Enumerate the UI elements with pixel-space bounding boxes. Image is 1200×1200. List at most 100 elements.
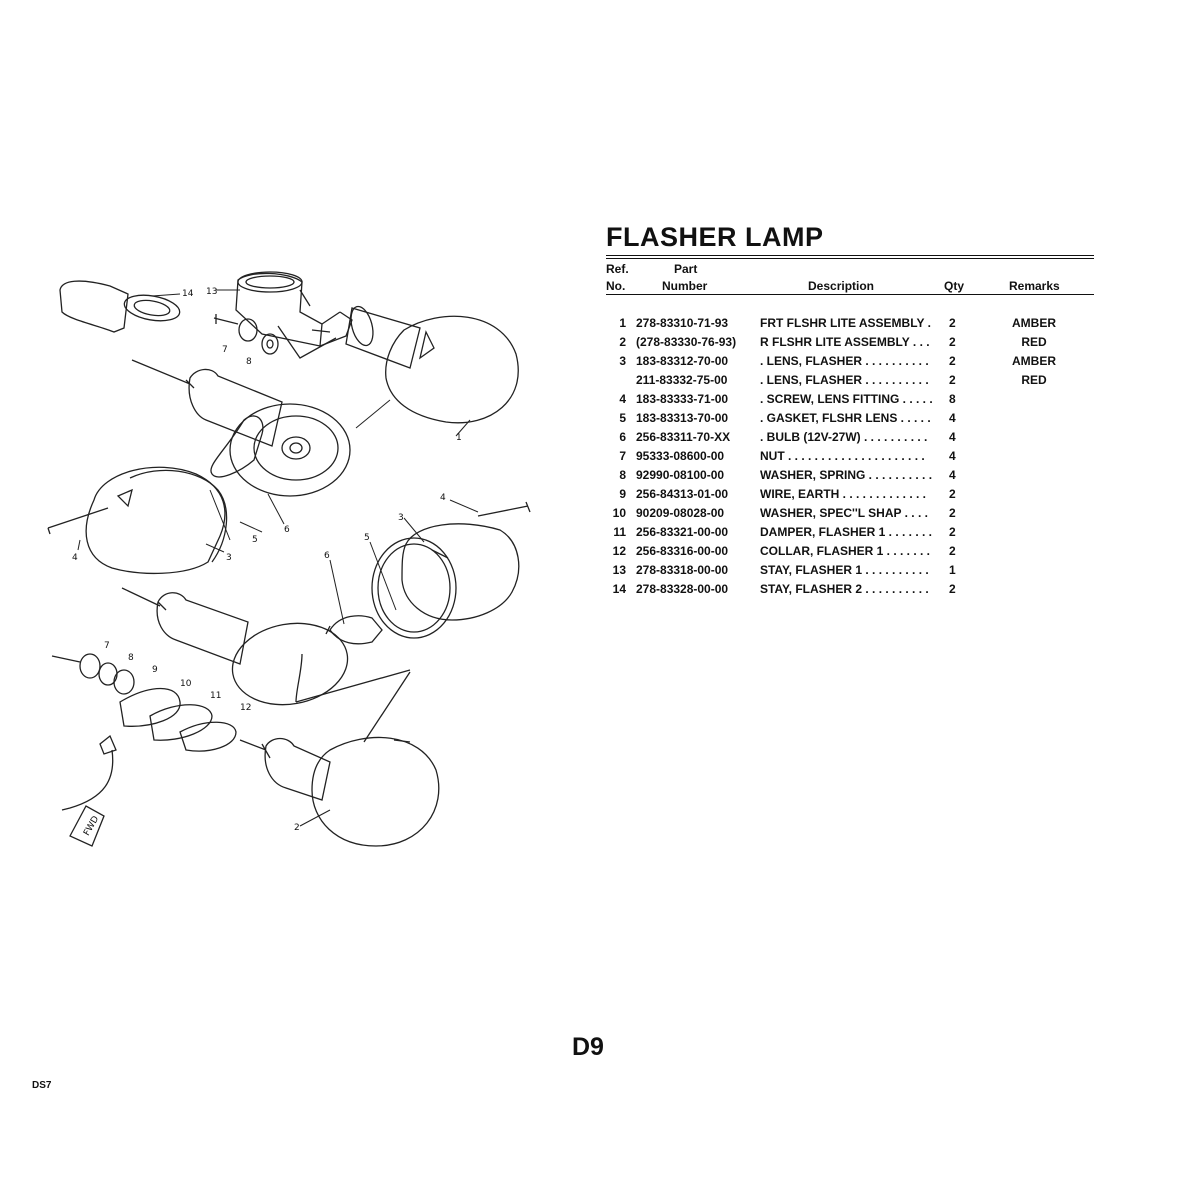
description: . SCREW, LENS FITTING . . . . . — [760, 392, 933, 406]
quantity: 4 — [949, 411, 956, 425]
leader-lines — [77, 289, 479, 827]
header-remarks: Remarks — [1009, 279, 1060, 293]
table-row: 2 (278-83330-76-93) R FLSHR LITE ASSEMBL… — [606, 335, 1096, 354]
description: . GASKET, FLSHR LENS . . . . . — [760, 411, 931, 425]
flasher-body-rear-left — [121, 587, 349, 706]
fwd-arrow-icon — [69, 805, 105, 847]
ref-number: 3 — [619, 354, 626, 368]
header-ref-line1: Ref. — [606, 262, 629, 276]
label-5: 5 — [364, 533, 370, 543]
ref-number: 8 — [619, 468, 626, 482]
page-title: FLASHER LAMP — [606, 222, 824, 252]
ref-number: 4 — [619, 392, 626, 406]
part-number: (278-83330-76-93) — [636, 335, 737, 349]
label-8: 8 — [128, 653, 134, 663]
label-1: 1 — [456, 433, 462, 443]
label-6: 6 — [324, 551, 330, 561]
part-number: 183-83333-71-00 — [636, 392, 729, 406]
label-7: 7 — [104, 641, 110, 651]
rear-flasher-assembly — [239, 671, 440, 847]
description: WASHER, SPEC''L SHAP . . . . — [760, 506, 928, 520]
label-13: 13 — [206, 287, 217, 297]
ref-number: 7 — [619, 449, 626, 463]
label-3: 3 — [398, 513, 404, 523]
table-row: 10 90209-08028-00 WASHER, SPEC''L SHAP .… — [606, 506, 1096, 525]
lens-gasket-front-left — [47, 466, 228, 575]
table-row: 4 183-83333-71-00 . SCREW, LENS FITTING … — [606, 392, 1096, 411]
label-4: 4 — [72, 553, 78, 563]
description: . LENS, FLASHER . . . . . . . . . . — [760, 354, 929, 368]
table-row: 11 256-83321-00-00 DAMPER, FLASHER 1 . .… — [606, 525, 1096, 544]
table-row: 12 256-83316-00-00 COLLAR, FLASHER 1 . .… — [606, 544, 1096, 563]
part-number: 90209-08028-00 — [636, 506, 725, 520]
quantity: 2 — [949, 316, 956, 330]
ref-number: 10 — [612, 506, 626, 520]
quantity: 4 — [949, 430, 956, 444]
lens-gasket-rear-right — [325, 501, 531, 645]
ref-number: 9 — [619, 487, 626, 501]
ref-number: 12 — [612, 544, 626, 558]
label-11: 11 — [210, 691, 221, 701]
flasher-body-front-left — [131, 359, 351, 497]
label-3: 3 — [226, 553, 232, 563]
table-row: 9 256-84313-01-00 WIRE, EARTH . . . . . … — [606, 487, 1096, 506]
label-9: 9 — [152, 665, 158, 675]
remarks: AMBER — [1012, 316, 1056, 330]
table-row: 13 278-83318-00-00 STAY, FLASHER 1 . . .… — [606, 563, 1096, 582]
ref-number: 13 — [612, 563, 626, 577]
remarks: RED — [1021, 373, 1047, 387]
part-number: 256-83311-70-XX — [636, 430, 731, 444]
table-row: 7 95333-08600-00 NUT . . . . . . . . . .… — [606, 449, 1096, 468]
description: DAMPER, FLASHER 1 . . . . . . . — [760, 525, 933, 539]
part-number: 256-83321-00-00 — [636, 525, 729, 539]
part-number: 95333-08600-00 — [636, 449, 725, 463]
title-rule-top — [606, 255, 1094, 256]
nut-washer-upper — [213, 314, 279, 355]
description: WIRE, EARTH . . . . . . . . . . . . . — [760, 487, 927, 501]
fwd-label: FWD — [82, 814, 101, 837]
part-number: 278-83328-00-00 — [636, 582, 729, 596]
label-14: 14 — [182, 289, 194, 299]
table-row: 14 278-83328-00-00 STAY, FLASHER 2 . . .… — [606, 582, 1096, 601]
quantity: 2 — [949, 335, 956, 349]
table-row: 1 278-83310-71-93 FRT FLSHR LITE ASSEMBL… — [606, 316, 1096, 335]
exploded-parts-diagram: 14 13 7 8 1 6 5 3 4 4 3 5 6 7 8 9 10 11 … — [47, 271, 531, 847]
remarks: RED — [1021, 335, 1047, 349]
model-code: DS7 — [32, 1080, 52, 1091]
quantity: 2 — [949, 582, 956, 596]
table-row: 3 183-83312-70-00 . LENS, FLASHER . . . … — [606, 354, 1096, 373]
quantity: 4 — [949, 468, 956, 482]
part-number: 278-83310-71-93 — [636, 316, 729, 330]
quantity: 1 — [949, 563, 956, 577]
label-8: 8 — [246, 357, 252, 367]
description: STAY, FLASHER 1 . . . . . . . . . . — [760, 563, 929, 577]
label-10: 10 — [180, 679, 192, 689]
table-row: 6 256-83311-70-XX . BULB (12V-27W) . . .… — [606, 430, 1096, 449]
description: COLLAR, FLASHER 1 . . . . . . . — [760, 544, 931, 558]
part-number: 256-84313-01-00 — [636, 487, 729, 501]
quantity: 2 — [949, 373, 956, 387]
label-6: 6 — [284, 525, 290, 535]
description: R FLSHR LITE ASSEMBLY . . . — [760, 335, 930, 349]
ref-number: 2 — [619, 335, 626, 349]
page-number: D9 — [572, 1033, 604, 1061]
front-flasher-assembly-right — [345, 305, 519, 424]
ref-number: 11 — [613, 525, 626, 539]
quantity: 2 — [949, 354, 956, 368]
description: NUT . . . . . . . . . . . . . . . . . . … — [760, 449, 925, 463]
label-7: 7 — [222, 345, 228, 355]
table-row: 211-83332-75-00 . LENS, FLASHER . . . . … — [606, 373, 1096, 392]
label-12: 12 — [240, 703, 251, 713]
part-number: 211-83332-75-00 — [636, 373, 728, 387]
title-rule-bottom — [606, 258, 1094, 259]
description: . BULB (12V-27W) . . . . . . . . . . — [760, 430, 928, 444]
header-description: Description — [808, 279, 875, 293]
ref-number: 14 — [612, 582, 626, 596]
description: . LENS, FLASHER . . . . . . . . . . — [760, 373, 929, 387]
part-number: 278-83318-00-00 — [636, 563, 729, 577]
rear-washers-damper — [51, 653, 411, 811]
quantity: 8 — [949, 392, 956, 406]
label-4: 4 — [440, 493, 446, 503]
quantity: 4 — [949, 449, 956, 463]
stay-flasher-1 — [235, 271, 353, 359]
